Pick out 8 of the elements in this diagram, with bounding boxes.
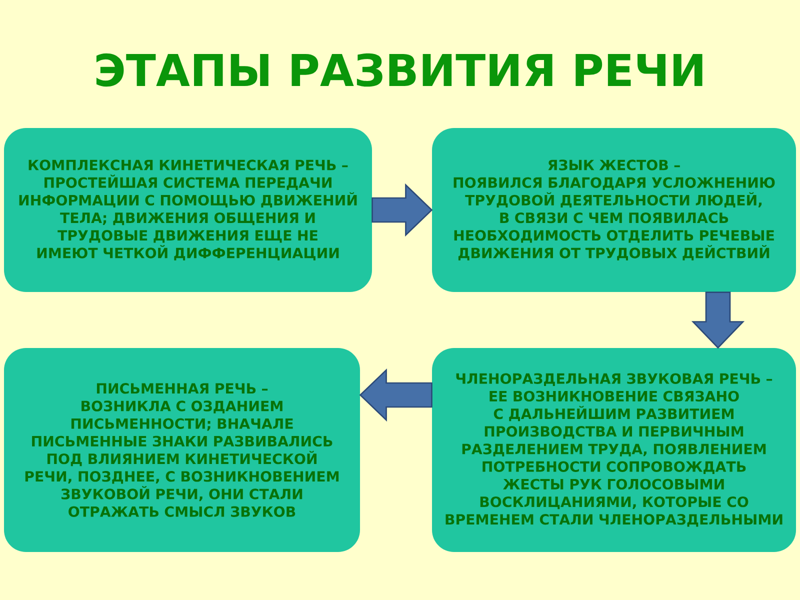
block-arrow: [691, 292, 745, 349]
stage-box: ПИСЬМЕННАЯ РЕЧЬ – ВОЗНИКЛА С ОЗДАНИЕМ ПИСЬМЕННОСТИ; ВНАЧАЛЕ ПИСЬМЕННЫЕ ЗНАКИ РАЗВИВАЛИСЬ ПОД ВЛИЯНИЕМ КИНЕТИЧЕСКОЙ РЕЧИ, ПОЗДНЕЕ, С ВОЗНИКНОВЕНИЕМ ЗВУКОВОЙ РЕЧИ, ОНИ СТАЛИ ОТРАЖАТЬ СМЫСЛ ЗВУКОВ: [4, 348, 360, 552]
block-arrow: [359, 368, 432, 422]
block-arrow: [372, 183, 433, 237]
stage-box: ЯЗЫК ЖЕСТОВ – ПОЯВИЛСЯ БЛАГОДАРЯ УСЛОЖНЕНИЮ ТРУДОВОЙ ДЕЯТЕЛЬНОСТИ ЛЮДЕЙ, В СВЯЗИ С ЧЕМ ПОЯВИЛАСЬ НЕОБХОДИМОСТЬ ОТДЕЛИТЬ РЕЧЕВЫЕ ДВИЖЕНИЯ ОТ ТРУДОВЫХ ДЕЙСТВИЙ: [432, 128, 796, 292]
stage-box: КОМПЛЕКСНАЯ КИНЕТИЧЕСКАЯ РЕЧЬ – ПРОСТЕЙШАЯ СИСТЕМА ПЕРЕДАЧИ ИНФОРМАЦИИ С ПОМОЩЬЮ ДВИЖЕНИЙ ТЕЛА; ДВИЖЕНИЯ ОБЩЕНИЯ И ТРУДОВЫЕ ДВИЖЕНИЯ ЕЩЕ НЕ ИМЕЮТ ЧЕТКОЙ ДИФФЕРЕНЦИАЦИИ: [4, 128, 372, 292]
stage-box: ЧЛЕНОРАЗДЕЛЬНАЯ ЗВУКОВАЯ РЕЧЬ – ЕЕ ВОЗНИКНОВЕНИЕ СВЯЗАНО С ДАЛЬНЕЙШИМ РАЗВИТИЕМ ПРОИЗВОДСТВА И ПЕРВИЧНЫМ РАЗДЕЛЕНИЕМ ТРУДА, ПОЯВЛЕНИЕМ ПОТРЕБНОСТИ СОПРОВОЖДАТЬ ЖЕСТЫ РУК ГОЛОСОВЫМИ ВОСКЛИЦАНИЯМИ, КОТОРЫЕ СО ВРЕМЕНЕМ СТАЛИ ЧЛЕНОРАЗДЕЛЬНЫМИ: [432, 348, 796, 552]
title: ЭТАПЫ РАЗВИТИЯ РЕЧИ: [96, 53, 702, 87]
